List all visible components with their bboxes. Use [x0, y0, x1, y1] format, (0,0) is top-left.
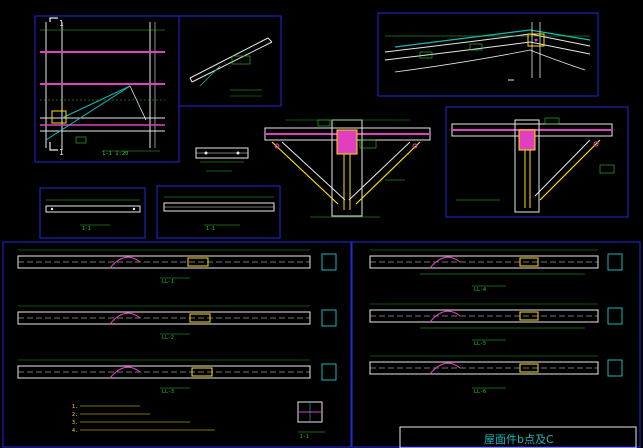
- frame-ridge-detail[interactable]: [377, 12, 599, 97]
- beam-row-6[interactable]: LL-6: [369, 355, 623, 395]
- section-mark-top: 1: [59, 19, 64, 28]
- frame-top-left[interactable]: 1 1 1-1 1:20: [34, 15, 180, 163]
- sheet-bottom-left[interactable]: LL-1 LL-2 LL-3 1. 2. 3.: [2, 241, 352, 448]
- general-notes: 1. 2. 3. 4.: [72, 404, 215, 434]
- detail-label-c: 1-1: [206, 226, 215, 232]
- row3-left-label: LL-3: [162, 389, 174, 395]
- frame-purlin-b[interactable]: 1-1: [156, 185, 281, 239]
- frame-column-detail[interactable]: [445, 106, 629, 218]
- beam-row-4[interactable]: LL-4: [369, 249, 623, 293]
- detail-label-b: 1-1: [82, 226, 91, 232]
- beam-row-1[interactable]: LL-1: [17, 249, 337, 285]
- beam-row-5[interactable]: LL-5: [369, 303, 623, 347]
- beam-row-2[interactable]: LL-2: [17, 305, 337, 341]
- frame-rafter-detail[interactable]: [178, 15, 282, 107]
- detail-label-a: 1-1 1:20: [102, 151, 129, 157]
- note-3: 3.: [72, 420, 78, 426]
- row2-right-label: LL-5: [474, 341, 486, 347]
- small-section-label: 1-1: [300, 434, 309, 440]
- small-member-detail[interactable]: [195, 147, 249, 172]
- center-brace-detail[interactable]: [264, 119, 431, 218]
- row2-left-label: LL-2: [162, 335, 174, 341]
- row1-left-label: LL-1: [162, 279, 174, 285]
- row3-right-label: LL-6: [474, 389, 486, 395]
- frame-purlin-a[interactable]: 1-1: [39, 187, 146, 239]
- note-2: 2.: [72, 412, 78, 418]
- title-block[interactable]: 屋面件b点及C: [399, 426, 637, 448]
- sheet-bottom-right[interactable]: LL-4 LL-5 LL-6 屋面件b点及C: [351, 241, 641, 448]
- section-mark-bottom: 1: [59, 148, 64, 157]
- small-section-detail[interactable]: 1-1: [297, 401, 325, 440]
- title-block-text: 屋面件b点及C: [484, 433, 554, 446]
- beam-row-3[interactable]: LL-3: [17, 359, 337, 395]
- row1-right-label: LL-4: [474, 287, 486, 293]
- note-4: 4.: [72, 428, 78, 434]
- note-1: 1.: [72, 404, 78, 410]
